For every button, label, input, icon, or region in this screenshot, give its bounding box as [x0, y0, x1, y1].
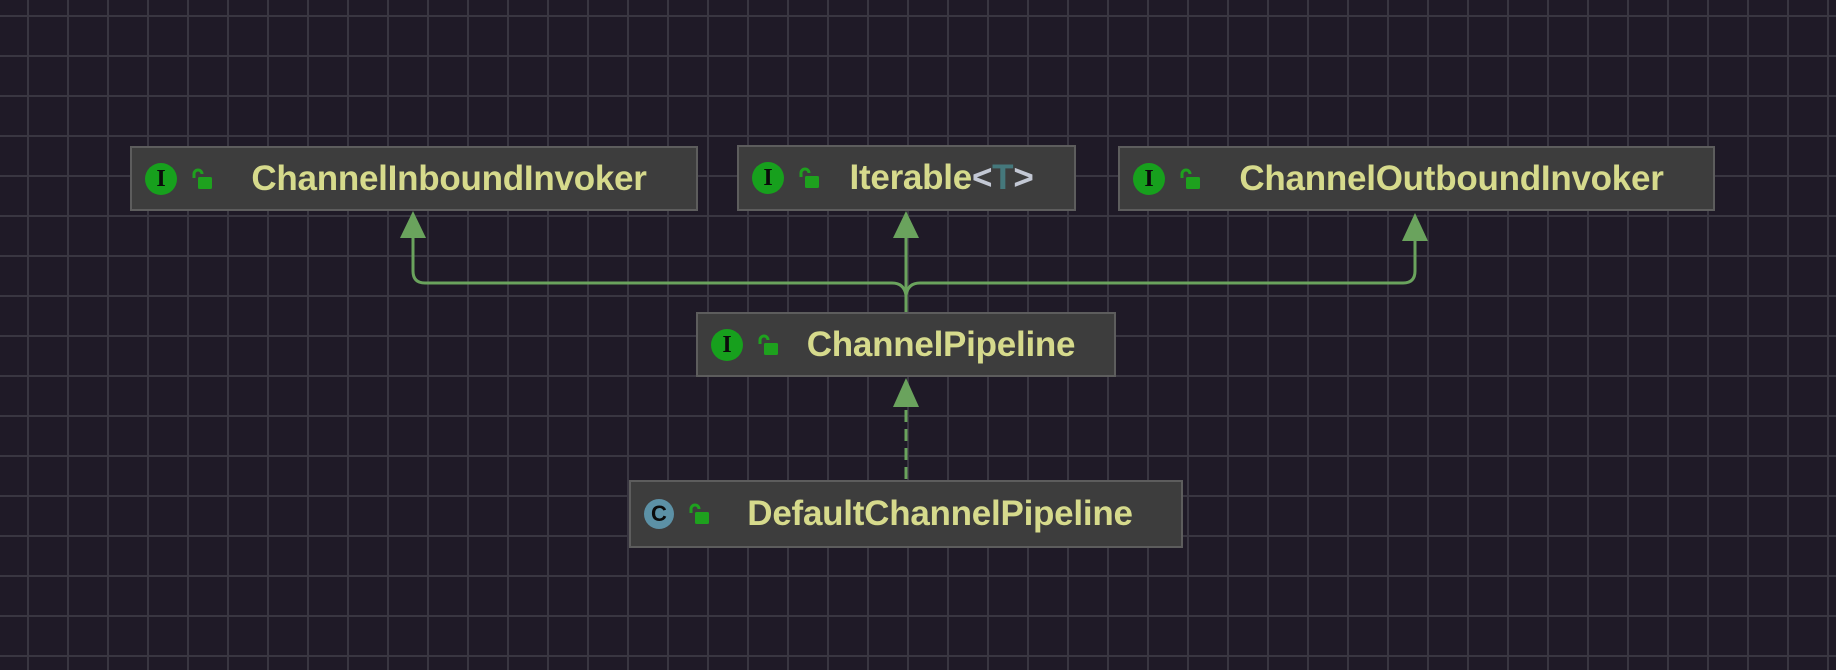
public-lock-icon	[799, 167, 819, 188]
inheritance-edge-outbound	[904, 241, 1417, 296]
arrowhead-iterable	[893, 211, 919, 238]
public-lock-icon	[1180, 168, 1200, 189]
inheritance-edge-inbound	[411, 238, 908, 296]
iterable-name: Iterable	[849, 158, 972, 197]
node-iterable[interactable]: I Iterable<T>	[737, 145, 1076, 211]
node-title: ChannelOutboundInvoker	[1239, 158, 1664, 198]
node-title: DefaultChannelPipeline	[747, 494, 1133, 533]
interface-icon: I	[1133, 162, 1165, 195]
interface-icon: I	[752, 162, 784, 194]
node-title: ChannelInboundInvoker	[251, 158, 647, 198]
public-lock-icon	[689, 503, 709, 524]
public-lock-icon	[192, 168, 212, 189]
interface-icon: I	[711, 328, 743, 361]
generic-open-bracket: <	[971, 158, 993, 197]
node-title: ChannelPipeline	[806, 324, 1076, 364]
public-lock-icon	[758, 334, 778, 355]
node-default-channel-pipeline[interactable]: C DefaultChannelPipeline	[629, 480, 1183, 548]
interface-icon: I	[145, 162, 177, 195]
arrowhead-outbound	[1402, 213, 1428, 241]
arrowhead-inbound	[400, 211, 426, 238]
generic-type-param: T	[992, 158, 1014, 197]
node-title: Iterable<T>	[822, 158, 1061, 198]
class-icon: C	[644, 499, 674, 529]
arrowhead-implements	[893, 378, 919, 407]
node-channel-outbound-invoker[interactable]: I ChannelOutboundInvoker	[1118, 146, 1715, 211]
node-channel-pipeline[interactable]: I ChannelPipeline	[696, 312, 1116, 377]
generic-close-bracket: >	[1013, 158, 1034, 197]
node-channel-inbound-invoker[interactable]: I ChannelInboundInvoker	[130, 146, 698, 211]
